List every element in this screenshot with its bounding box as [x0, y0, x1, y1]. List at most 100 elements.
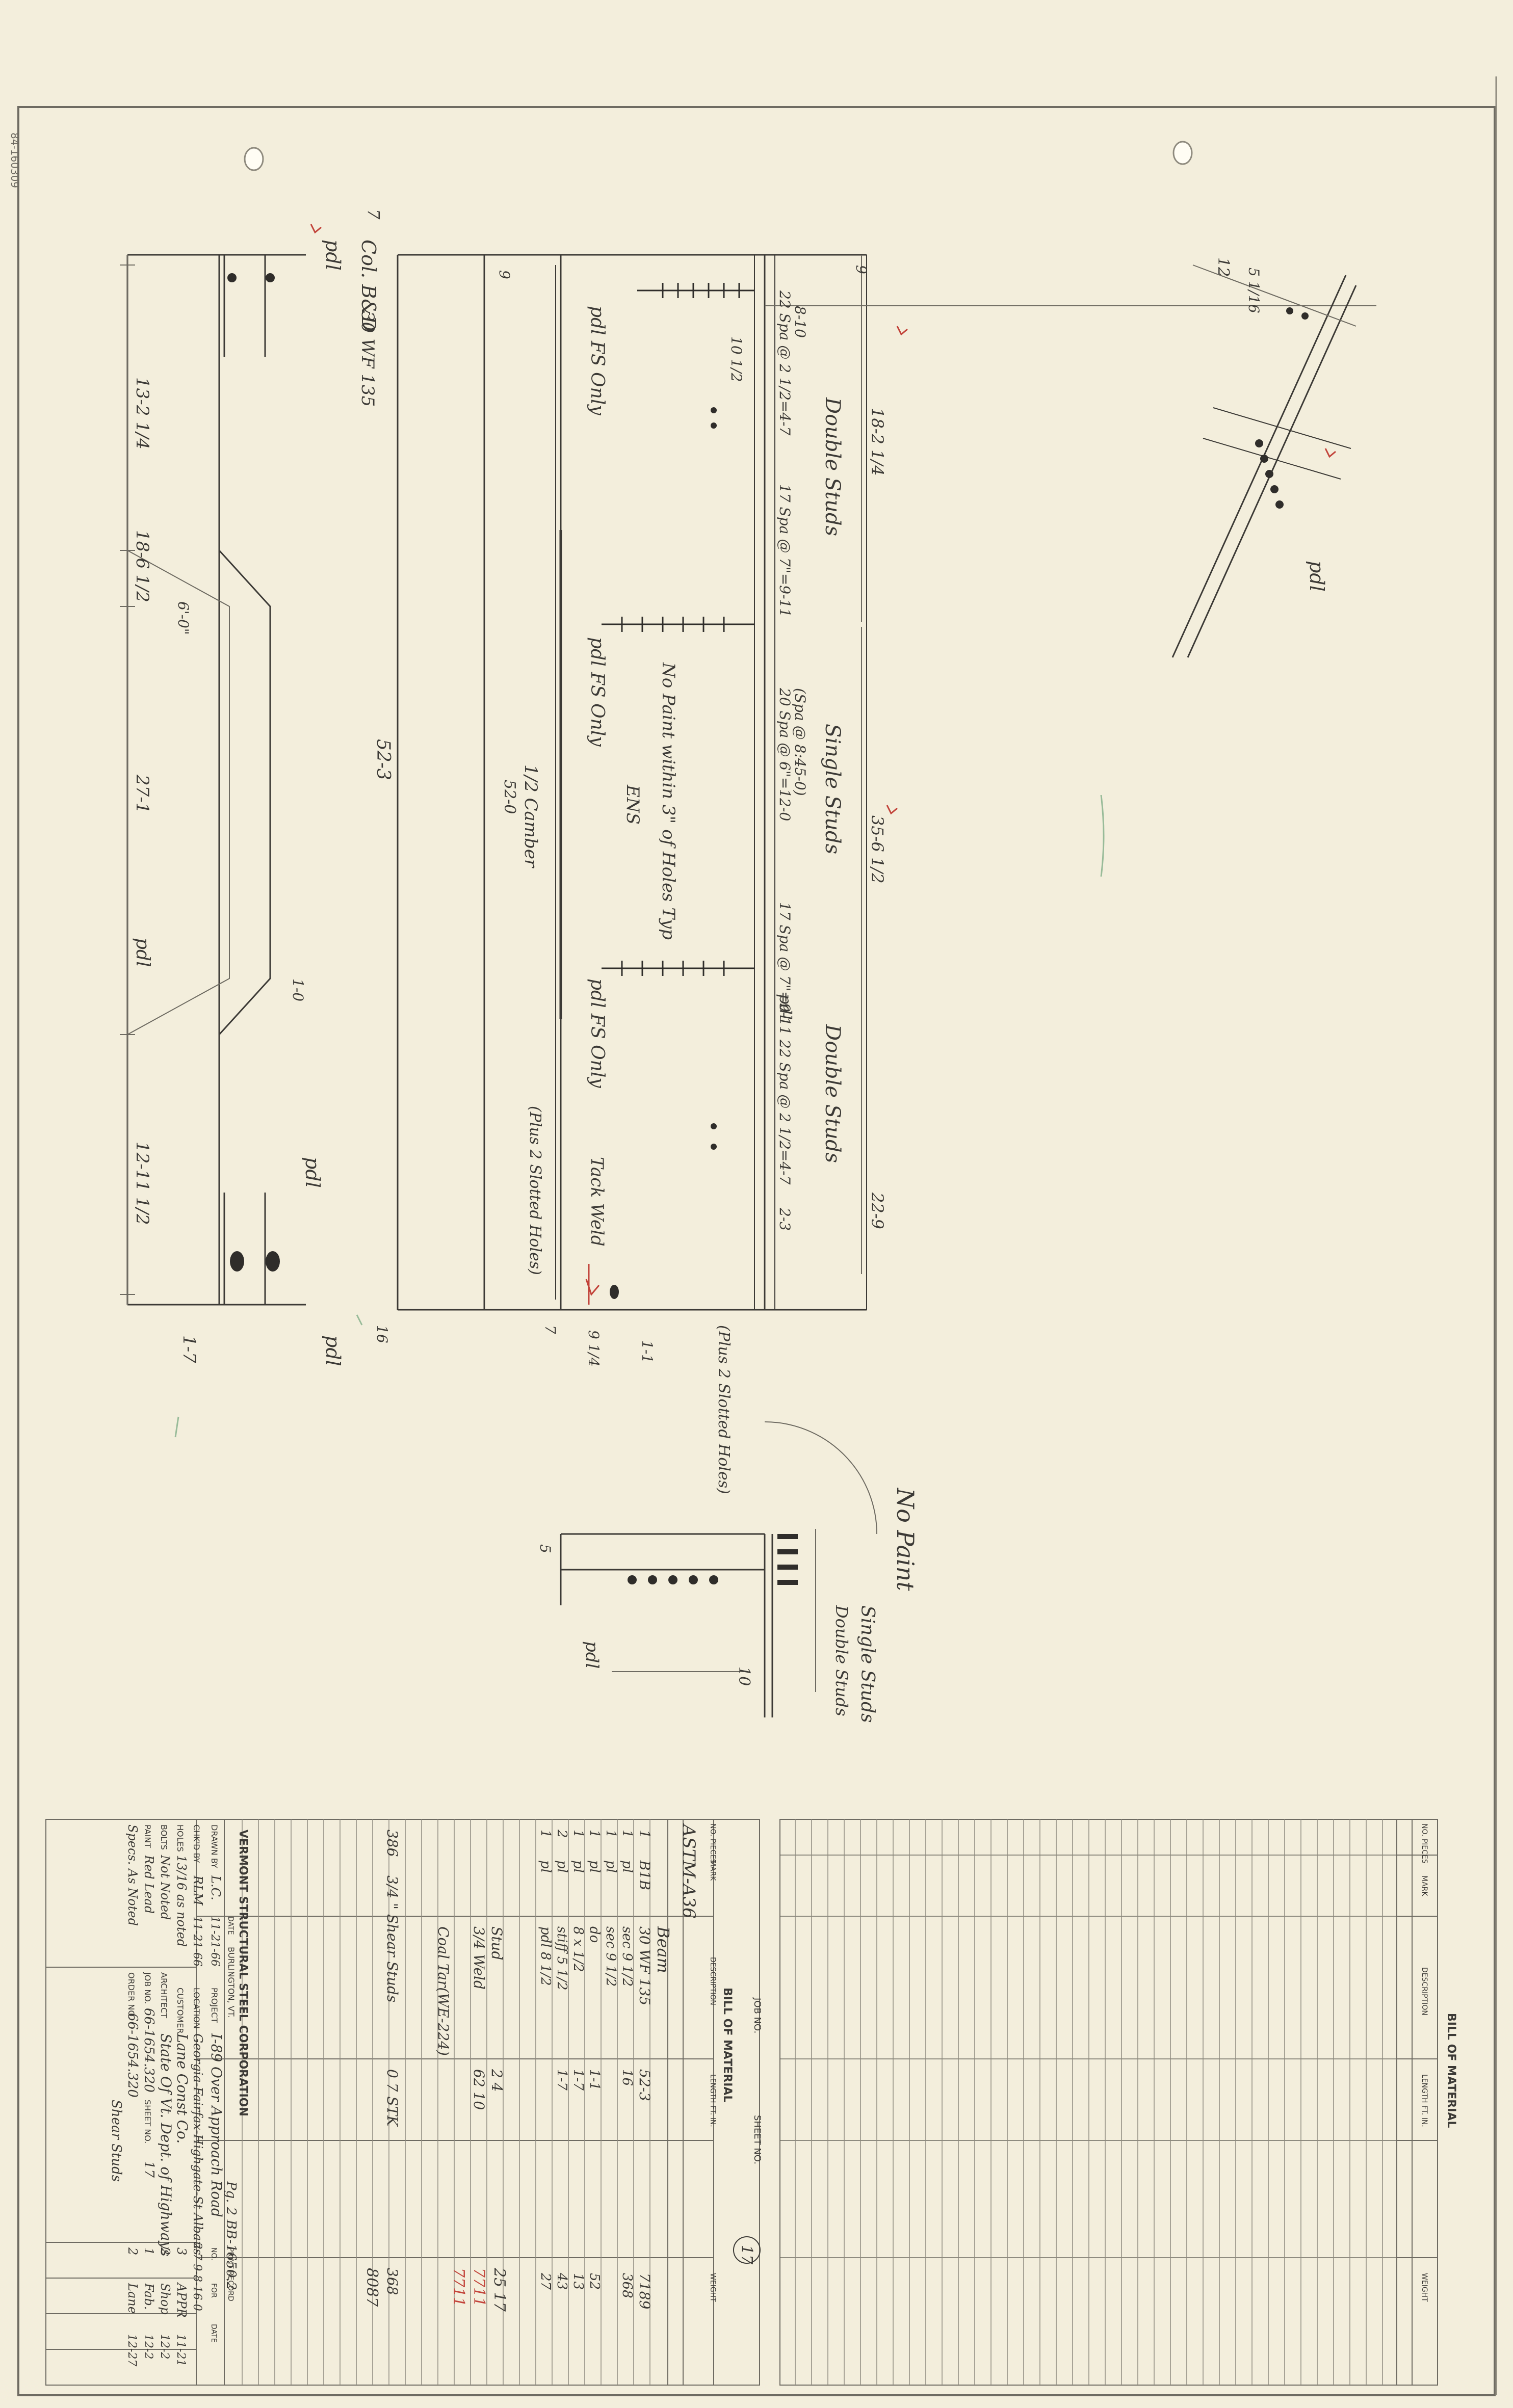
pdl-flange-label: pdl: [132, 938, 153, 967]
stud-dim-single-overall: 35-6 1/2: [868, 815, 887, 884]
note-no-paint-within: No Paint within 3" of Holes Typ: [658, 662, 679, 940]
tb-print-0-date: 11-21: [174, 2334, 187, 2366]
bom-row-2-mark: pl: [619, 1860, 635, 1873]
pdl-bottom-label: pdl: [322, 1335, 344, 1366]
elevation-labels: Col. B&D 7 30 WF 135 52-3 16 9 9 pdl FS …: [357, 209, 887, 1494]
bom-right-title: BILL OF MATERIAL: [1445, 2013, 1457, 2128]
bom-row-4-mark: pl: [587, 1860, 602, 1873]
bom-row-7-weight: 27: [538, 2272, 553, 2290]
tb-print-3-for: Lane: [125, 2283, 140, 2314]
bom-row-4-weight: 52: [587, 2273, 602, 2290]
dim-18-6-1-2: 18-6 1/2: [132, 530, 152, 602]
bom-row-5-weight: 13: [570, 2273, 586, 2290]
dim-27-1: 27-1: [132, 774, 152, 813]
tb-holes-label: HOLES: [175, 1824, 185, 1852]
tb-sheet-no-label: SHEET NO.: [143, 2100, 152, 2144]
bom-row-3-mark: pl: [603, 1860, 618, 1873]
red-check-marks: [310, 224, 1336, 1305]
stud-dim-row3b: 22 Spa @ 2 1/2=4-7: [776, 1039, 793, 1185]
sheet-border: [17, 106, 1496, 2396]
bom-row-1-mark: B1B: [636, 1860, 653, 1890]
bom-row-4-desc: do: [587, 1926, 602, 1943]
bom-right-grid: [779, 1819, 1438, 2386]
tb-print-1-for: Shop: [158, 2283, 172, 2315]
dim-taper: 6'-0": [175, 601, 192, 635]
tb-print-0-for: APPR: [174, 2282, 189, 2318]
bom-right-header-length: LENGTH FT. IN.: [1420, 2074, 1428, 2127]
tb-bolts: Not Noted: [158, 1855, 172, 1920]
note-slotted-holes-2: (Plus 2 Slotted Holes): [715, 1325, 733, 1494]
stud-dim-right-overall: 22-9: [868, 1192, 887, 1229]
tb-checked-date: 11-21-66: [191, 1916, 203, 1967]
bom-row-7-pieces: 1: [538, 1830, 553, 1838]
tb-paint: Red Lead: [142, 1855, 156, 1914]
note-camber-val: 52-0: [501, 780, 518, 814]
bom-right-texts: BILL OF MATERIAL NO. PIECES MARK DESCRIP…: [1420, 1823, 1457, 2302]
bom-row-2-pieces: 1: [619, 1830, 635, 1838]
bom-row-7-desc: pdl 8 1/2: [538, 1926, 553, 1986]
note-ens: ENS: [622, 784, 643, 825]
tb-job-no-label: JOB NO.: [143, 1972, 152, 2004]
stud-dim-row1c: 17 Spa @ 7"=9-11: [776, 484, 793, 617]
tb-drawn: L.C.: [208, 1875, 223, 1900]
stud-dim-row3c: 2-3: [776, 1207, 793, 1231]
bom-row-5-mark: pl: [570, 1860, 586, 1873]
tb-location: Georgia-Fairfax-Highgate-St Albans: [191, 2033, 205, 2255]
section-dim-5: 5: [537, 1544, 554, 1553]
tb-drawn-label: DRAWN BY: [210, 1824, 219, 1868]
dim-10-1-2: 10 1/2: [728, 336, 745, 382]
stud-dim-row2: 20 Spa @ 6"=12-0: [776, 687, 793, 821]
bom-row-6-mark: pl: [554, 1860, 569, 1873]
title-block: PROJECT I-89 Over Approach Road Pg. 2 BB…: [109, 1824, 239, 2366]
bom-left-texts: VERMONT STRUCTURAL STEEL CORPORATION BUR…: [226, 1823, 763, 2312]
tb-order-label: ORDER NO.: [126, 1972, 136, 2019]
bom-row-1-weight: 7189: [636, 2273, 653, 2309]
stud-dim-row2b: (Spa @ 8:45-0): [792, 688, 808, 796]
pdl-mid-label: pdl: [301, 1157, 324, 1188]
bom-row-6-desc: stiff 5 1/2: [554, 1926, 569, 1990]
bom-row-1-pieces: 1: [636, 1830, 653, 1839]
beam-elevation: [397, 254, 1376, 1311]
tb-sheet-no: 17: [141, 2161, 156, 2178]
bom-total-1: 25 17: [490, 2267, 508, 2312]
tb-checked-label: CHK'D BY: [192, 1824, 201, 1863]
sheet-number-circle: [733, 2236, 761, 2264]
bom-right-header-weight: WEIGHT: [1420, 2273, 1428, 2302]
note-camber: 1/2 Camber: [520, 764, 541, 868]
bom-left-header-mark: MARK: [709, 1860, 717, 1881]
stud-dim-row1: 22 Spa @ 2 1/2=4-7: [776, 290, 793, 436]
pdl-top-label: pdl: [322, 240, 344, 271]
bom-row-3-pieces: 1: [603, 1830, 618, 1838]
web-holes: [610, 407, 717, 1299]
dim-9-1-4: 9 1/4: [585, 1330, 602, 1367]
tb-job-ref: 2-7 9-8-16-0: [191, 2242, 203, 2311]
bom-lower-3-desc: 3/4 " Shear Studs: [384, 1875, 401, 2002]
bom-row-1-desc: 30 WF 135: [636, 1926, 653, 2005]
skew-angle-5: 5 1/16: [1245, 268, 1262, 313]
skew-labels: pdl 12 5 1/16: [1214, 257, 1328, 592]
skew-bolts: [1255, 307, 1309, 509]
bom-row-7-mark: pl: [538, 1860, 553, 1873]
tb-order-no: 66-1654.320: [125, 2013, 140, 2098]
tb-for-label: FOR: [210, 2283, 218, 2298]
bom-left-company: VERMONT STRUCTURAL STEEL CORPORATION: [237, 1830, 249, 2116]
bom-total-2: 7711: [470, 2268, 488, 2307]
bom-total-3: 8087: [363, 2268, 381, 2307]
tb-note: Specs. As Noted: [125, 1824, 140, 1926]
bom-row-6-pieces: 2: [554, 1829, 569, 1838]
stud-label-double-right: Double Studs: [821, 1024, 844, 1163]
tb-date-label: DATE: [226, 1916, 234, 1935]
span-dim-left: 9: [496, 270, 513, 279]
bom-row-4-length: 1-1: [587, 2069, 602, 2091]
bom-row-2-desc: sec 9 1/2: [619, 1926, 635, 1987]
bom-left-job-label: JOB NO.: [752, 1997, 763, 2033]
bom-row-5-desc: 8 x 1/2: [570, 1926, 586, 1972]
bom-row-0-desc: Beam: [654, 1926, 673, 1973]
bom-left-title: BILL OF MATERIAL: [721, 1988, 734, 2102]
bom-left-header-weight: WEIGHT: [709, 2273, 717, 2302]
punch-hole-right: [1172, 141, 1193, 165]
flange-plan-view: [120, 254, 306, 1306]
stud-label-double-left: Double Studs: [821, 397, 844, 536]
